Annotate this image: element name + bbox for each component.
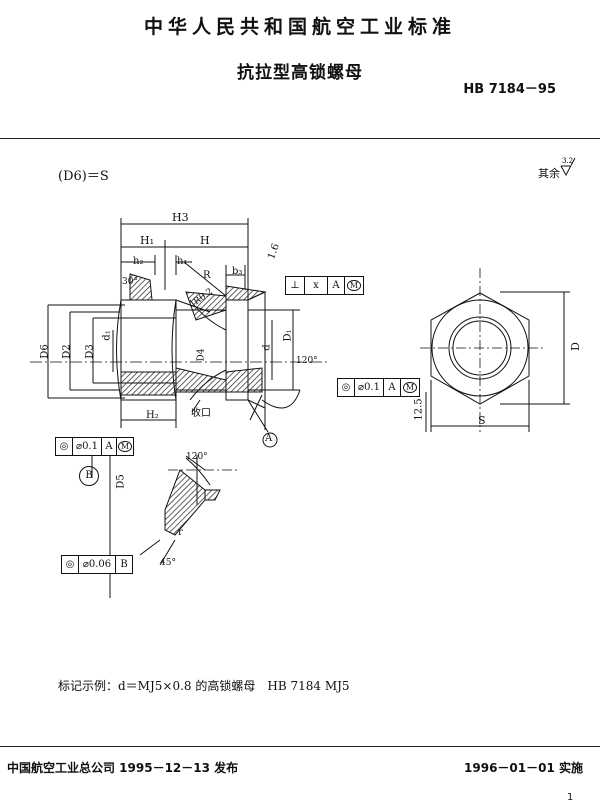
datum-b-symbol: B (79, 466, 99, 486)
fcf-right-mod: M (401, 379, 419, 396)
angle-45: 45° (160, 558, 176, 568)
dim-r: r (178, 527, 183, 538)
fcf-left-datum: A (102, 438, 117, 455)
fcf-position-right: ◎ ⌀0.1 A M (337, 378, 420, 397)
roughness-value: 3.2 (562, 157, 573, 165)
fcf-coax-tolerance: ⌀0.06 (79, 556, 116, 573)
fcf-coaxiality: ◎ ⌀0.06 B (61, 555, 133, 574)
dim-h1: h₁ (177, 256, 188, 267)
fcf-right-tolerance: ⌀0.1 (355, 379, 384, 396)
dim-h2: h₂ (133, 256, 144, 267)
dim-H: H (200, 234, 210, 247)
fcf-coax-datum: B (120, 559, 128, 570)
dim-D5: D5 (115, 474, 127, 489)
fcf-perpendicularity: ⊥ x A M (285, 276, 364, 295)
dim-d1: d₁ (101, 330, 113, 341)
dim-12-5: 12.5 (413, 398, 425, 421)
fcf-perp-mod: M (345, 277, 363, 294)
fcf-right-datum: A (384, 379, 401, 396)
effective-date: 1996－01－01 实施 (464, 761, 583, 775)
standard-number: HB 7184－95 (463, 82, 556, 97)
dim-D2: D2 (61, 344, 73, 359)
roughness-symbol-icon: 3.2 (560, 157, 576, 177)
angle-120-a: 120° (296, 356, 318, 366)
dim-D3: D3 (84, 344, 96, 359)
dim-D6: D6 (39, 344, 51, 359)
dim-S: S (478, 414, 486, 427)
dim-H1: H₁ (140, 234, 155, 247)
mmc-icon: M (117, 441, 133, 452)
fcf-left-mod: M (117, 438, 133, 455)
standard-body-title: 中华人民共和国航空工业标准 (143, 16, 456, 38)
page-number: 1 (567, 792, 574, 803)
position-icon: ◎ (338, 379, 355, 396)
nut-drawing (30, 218, 570, 598)
position-icon: ◎ (56, 438, 73, 455)
dim-d: d (261, 344, 273, 351)
datum-a-symbol: A (265, 433, 273, 444)
footer-rule (0, 746, 600, 747)
d6-equals-s: (D6)＝S (58, 169, 109, 184)
header-rule (0, 138, 600, 139)
dim-D1: D₁ (282, 329, 294, 342)
shrink-label: 收口 (191, 408, 211, 419)
fcf-position-left: ◎ ⌀0.1 A M (55, 437, 134, 456)
fcf-left-tolerance: ⌀0.1 (73, 438, 102, 455)
angle-30: 30° (122, 277, 138, 287)
fcf-perp-datum: A (328, 277, 345, 294)
dim-H3: H3 (172, 211, 189, 224)
fcf-coax-tol-value: 0.06 (88, 559, 112, 570)
dim-D4: D4 (196, 348, 207, 362)
dim-b3: b₃ (232, 266, 243, 277)
dim-D: D (568, 342, 582, 351)
coaxiality-icon: ◎ (62, 556, 79, 573)
perpendicularity-icon: ⊥ (286, 277, 305, 294)
fcf-left-tol-value: 0.1 (82, 441, 98, 452)
mmc-icon: M (346, 280, 362, 291)
fcf-right-tol-value: 0.1 (364, 382, 380, 393)
roughness-label: 其余 (538, 167, 560, 180)
marking-example: 标记示例：d＝MJ5×0.8 的高锁螺母 HB 7184 MJ5 (58, 679, 350, 693)
dim-H2: H₂ (146, 410, 159, 421)
fcf-perp-tolerance: x (305, 277, 328, 294)
issuer-line: 中国航空工业总公司 1995－12－13 发布 (7, 761, 239, 775)
angle-120-b: 120° (186, 452, 208, 462)
document-title: 抗拉型高锁螺母 (237, 63, 363, 83)
mmc-icon: M (402, 382, 418, 393)
dim-R: R (203, 270, 211, 281)
